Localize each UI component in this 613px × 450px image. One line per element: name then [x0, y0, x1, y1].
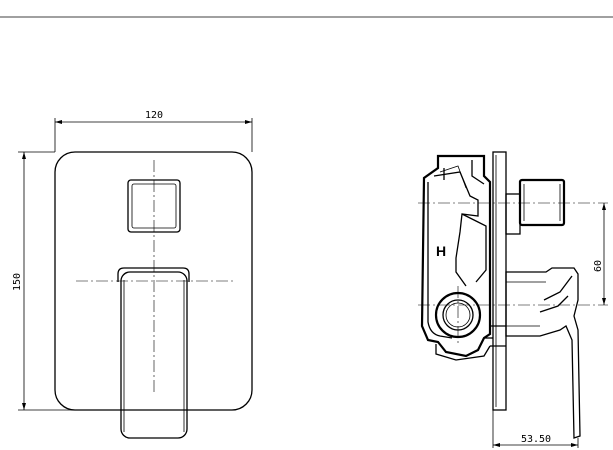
- outlet-offset-dimension: 60: [593, 203, 606, 305]
- valve-body: [420, 154, 492, 358]
- hot-marker-label: H: [436, 243, 446, 259]
- outlet-fitting: [505, 178, 566, 235]
- cover-plate: [54, 151, 253, 411]
- depth-dimension: 53.50: [492, 410, 579, 448]
- wall-plate: [492, 151, 507, 411]
- outlet-offset-label: 60: [593, 260, 604, 272]
- handle-base: [117, 267, 190, 282]
- height-dimension-label: 150: [12, 273, 23, 291]
- side-view: H: [418, 151, 608, 448]
- width-dimension: 120: [54, 110, 253, 152]
- lever-side-profile: [505, 267, 581, 439]
- depth-dimension-label: 53.50: [521, 434, 551, 445]
- width-dimension-label: 120: [145, 110, 163, 121]
- front-view: 120 150: [12, 110, 253, 439]
